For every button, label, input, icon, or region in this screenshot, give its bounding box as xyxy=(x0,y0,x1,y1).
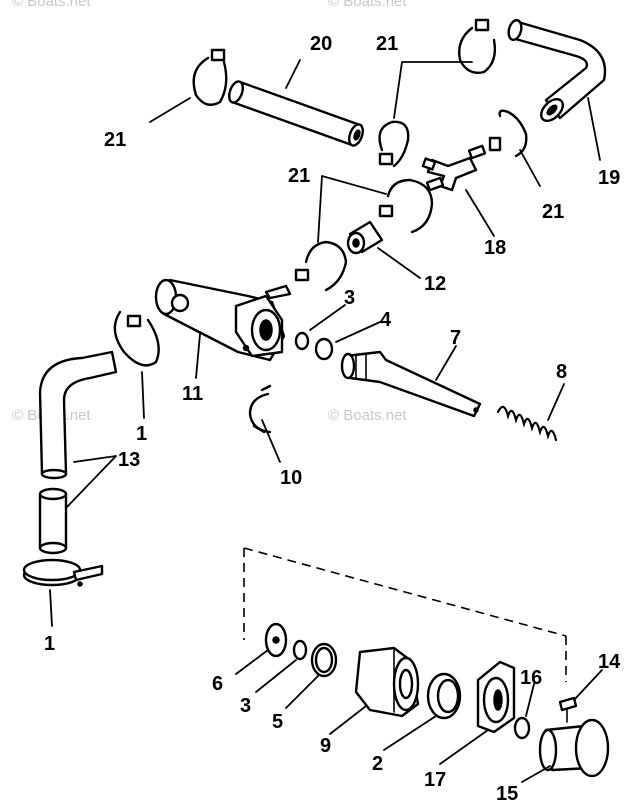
callout-8: 8 xyxy=(556,361,567,383)
part-21-clamp-f xyxy=(294,240,348,292)
callout-13: 13 xyxy=(118,449,140,471)
watermark-mid-right: © Boats.net xyxy=(328,407,407,424)
leader-lines xyxy=(49,59,603,783)
callout-14: 14 xyxy=(598,651,621,673)
part-10-retaining-ring xyxy=(248,384,272,434)
callout-9: 9 xyxy=(320,735,331,757)
callout-5: 5 xyxy=(272,711,283,733)
callout-4: 4 xyxy=(380,309,392,331)
callout-1-lower: 1 xyxy=(44,633,55,655)
callout-21-mid: 21 xyxy=(288,165,310,187)
part-3-ring-upper xyxy=(294,331,310,351)
callout-17: 17 xyxy=(424,769,446,791)
part-14-screw xyxy=(558,696,578,723)
part-21-clamp-b xyxy=(378,120,410,168)
part-5-o-ring xyxy=(310,642,338,678)
part-18-tee-fitting xyxy=(421,144,487,192)
callout-3-lower: 3 xyxy=(240,695,251,717)
part-4-ring xyxy=(314,337,334,361)
callout-16: 16 xyxy=(520,667,542,689)
callout-6: 6 xyxy=(212,673,223,695)
part-9-bushing xyxy=(354,646,420,718)
part-6-washer xyxy=(264,622,288,658)
callout-19: 19 xyxy=(598,167,620,189)
callout-2: 2 xyxy=(372,753,383,775)
part-21-clamp-a xyxy=(192,48,228,106)
callout-18: 18 xyxy=(484,237,506,259)
part-3-ring-lower xyxy=(292,639,308,661)
callout-1-upper: 1 xyxy=(136,423,147,445)
callout-11: 11 xyxy=(182,383,203,405)
part-1-clamp-upper xyxy=(113,310,160,367)
callout-labels: 20 21 21 21 21 19 18 12 3 4 7 8 11 1 13 … xyxy=(44,33,621,805)
watermark-top-right: © Boats.net xyxy=(328,0,407,10)
callout-20: 20 xyxy=(310,33,332,55)
part-17-nut xyxy=(476,660,516,734)
callout-10: 10 xyxy=(280,467,302,489)
part-1-clamp-lower xyxy=(22,558,104,587)
part-20-hose xyxy=(228,80,364,147)
part-8-spring xyxy=(496,405,558,442)
part-21-clamp-d xyxy=(488,109,528,158)
callout-21-top: 21 xyxy=(376,33,398,55)
watermark-top-left: © Boats.net xyxy=(12,0,91,10)
part-19-bent-hose xyxy=(507,19,607,122)
callout-21-right: 21 xyxy=(542,201,564,223)
part-13-hose-bent xyxy=(38,350,118,480)
part-15-knob xyxy=(538,718,610,778)
part-11-housing xyxy=(154,278,292,362)
part-16-ring xyxy=(513,716,531,740)
callout-3-upper: 3 xyxy=(344,287,355,309)
part-12-sleeve xyxy=(346,220,384,255)
callout-12: 12 xyxy=(424,273,446,295)
assembly-guide-line xyxy=(243,547,567,682)
part-2-bushing-ring xyxy=(426,672,462,720)
part-21-clamp-c xyxy=(458,18,497,74)
callout-7: 7 xyxy=(450,327,461,349)
part-21-clamp-e xyxy=(378,178,434,234)
callout-15: 15 xyxy=(496,783,518,805)
part-7-shaft xyxy=(340,350,482,418)
part-13-hose-straight xyxy=(38,487,68,555)
callout-21-left: 21 xyxy=(104,129,126,151)
